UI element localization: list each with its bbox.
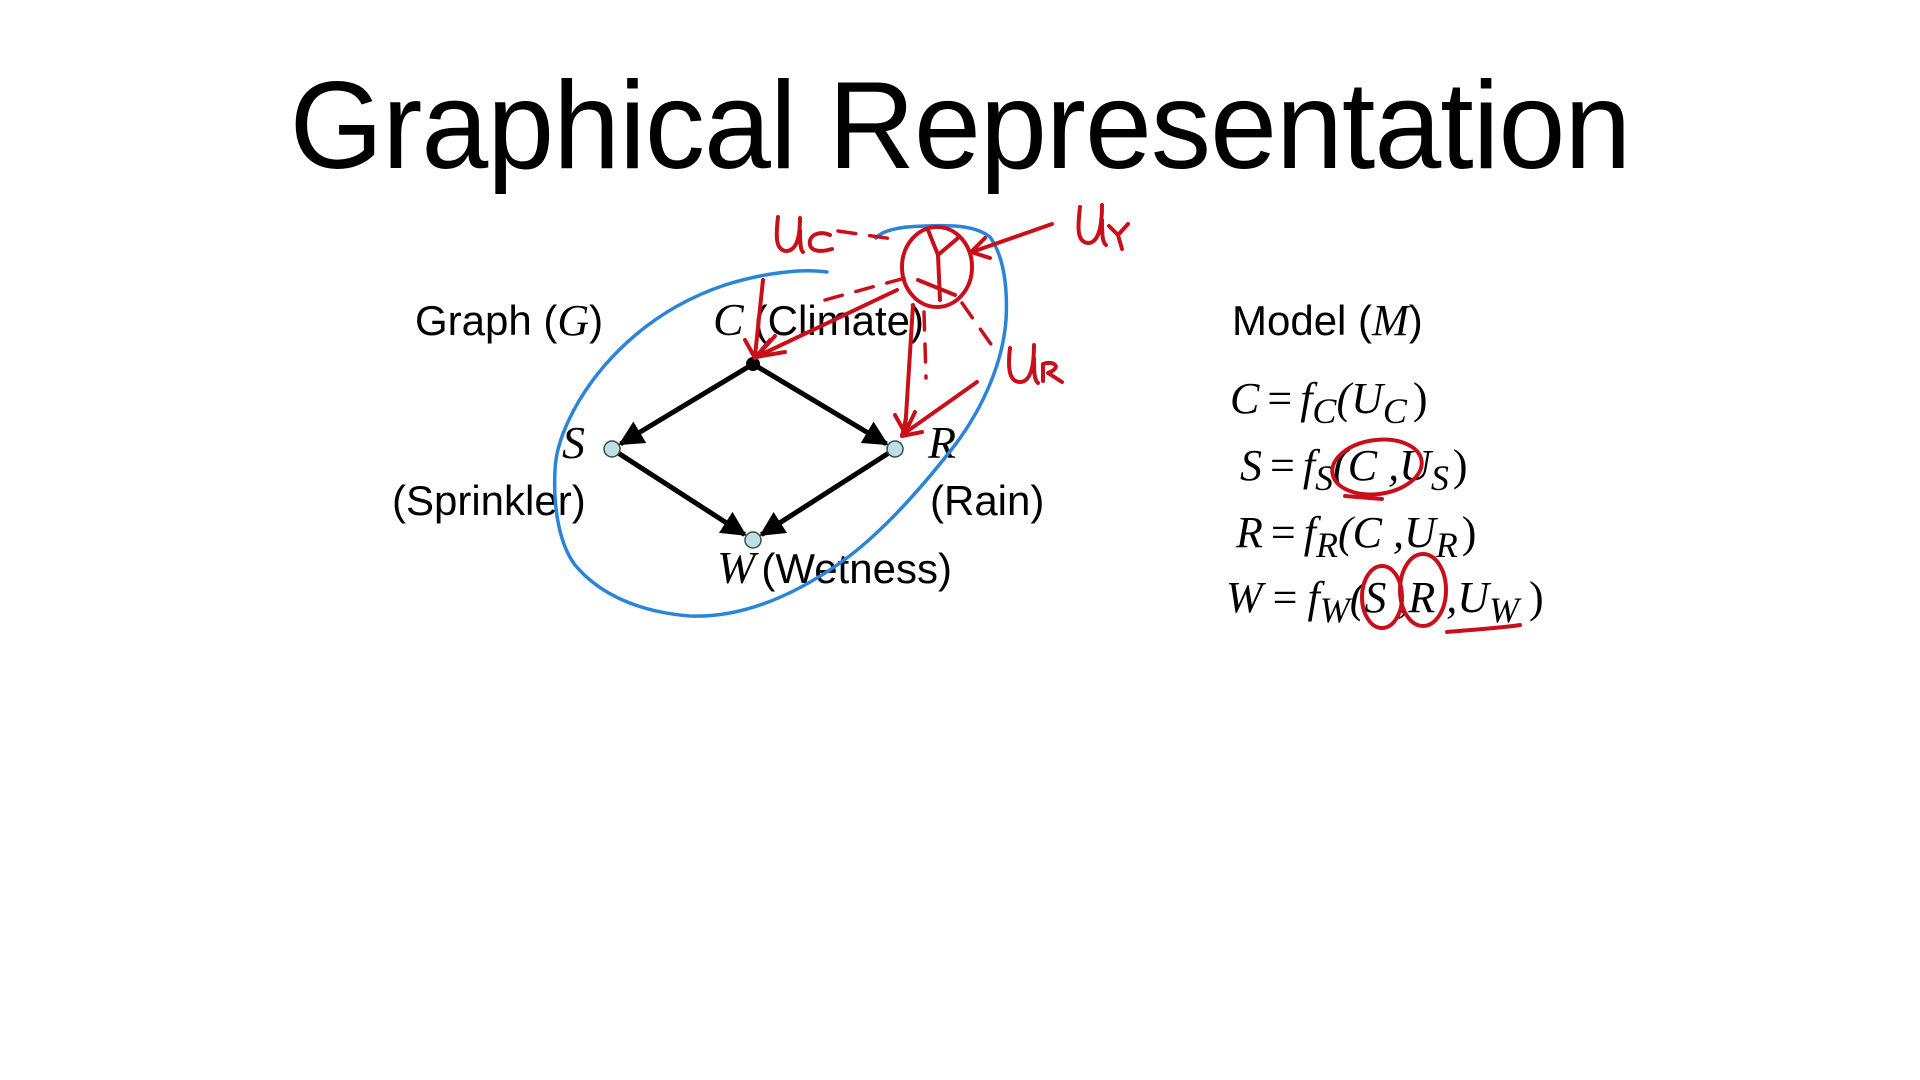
red-circle-uy bbox=[900, 225, 974, 309]
red-y-branch-icon bbox=[916, 228, 960, 302]
graph-edges bbox=[615, 364, 892, 537]
red-circle-w-parent-r bbox=[1398, 552, 1448, 628]
red-dashed-r-link bbox=[922, 310, 928, 380]
handwritten-label-uy bbox=[1076, 203, 1130, 251]
handwritten-label-uc bbox=[774, 215, 834, 254]
edge-climate-to-rain bbox=[756, 364, 889, 447]
node-wetness bbox=[744, 531, 762, 549]
red-dashed-ur-link bbox=[960, 301, 997, 352]
graph-nodes bbox=[603, 357, 904, 549]
red-dashed-c-link bbox=[823, 276, 907, 302]
node-symbol-sprinkler: S bbox=[562, 417, 585, 468]
model-heading: Model (M) bbox=[1232, 296, 1423, 345]
edge-rain-to-wetness bbox=[759, 450, 892, 537]
red-underline-uw bbox=[1445, 623, 1522, 634]
equation-sprinkler: S=fS(C ,US) bbox=[1240, 441, 1468, 498]
slide-title: Graphical Representation bbox=[289, 57, 1632, 195]
graph-heading: Graph (G) bbox=[415, 296, 603, 345]
red-dashed-uc-link bbox=[836, 229, 902, 242]
equation-wetness: W=fW(S ,R ,UW) bbox=[1226, 573, 1544, 630]
edge-sprinkler-to-wetness bbox=[615, 450, 747, 537]
red-arrow-ur-to-r bbox=[900, 380, 979, 438]
node-label-rain: (Rain) bbox=[930, 477, 1044, 524]
red-underline-s-parents bbox=[1343, 494, 1384, 501]
node-climate bbox=[746, 357, 760, 371]
red-circle-s-parents bbox=[1330, 437, 1424, 497]
edge-climate-to-sprinkler bbox=[618, 364, 750, 446]
equation-climate: C=fC(UC) bbox=[1230, 374, 1428, 431]
equation-rain: R=fR(C ,UR) bbox=[1235, 508, 1476, 565]
red-arrow-circle-to-c bbox=[754, 288, 899, 359]
red-arrow-uy-to-circle bbox=[969, 222, 1054, 260]
node-rain bbox=[886, 440, 904, 458]
node-label-climate: C(Climate) bbox=[713, 294, 924, 345]
handwritten-label-ur bbox=[1007, 343, 1064, 385]
node-sprinkler bbox=[603, 440, 621, 458]
node-label-wetness: W(Wetness) bbox=[717, 542, 952, 593]
